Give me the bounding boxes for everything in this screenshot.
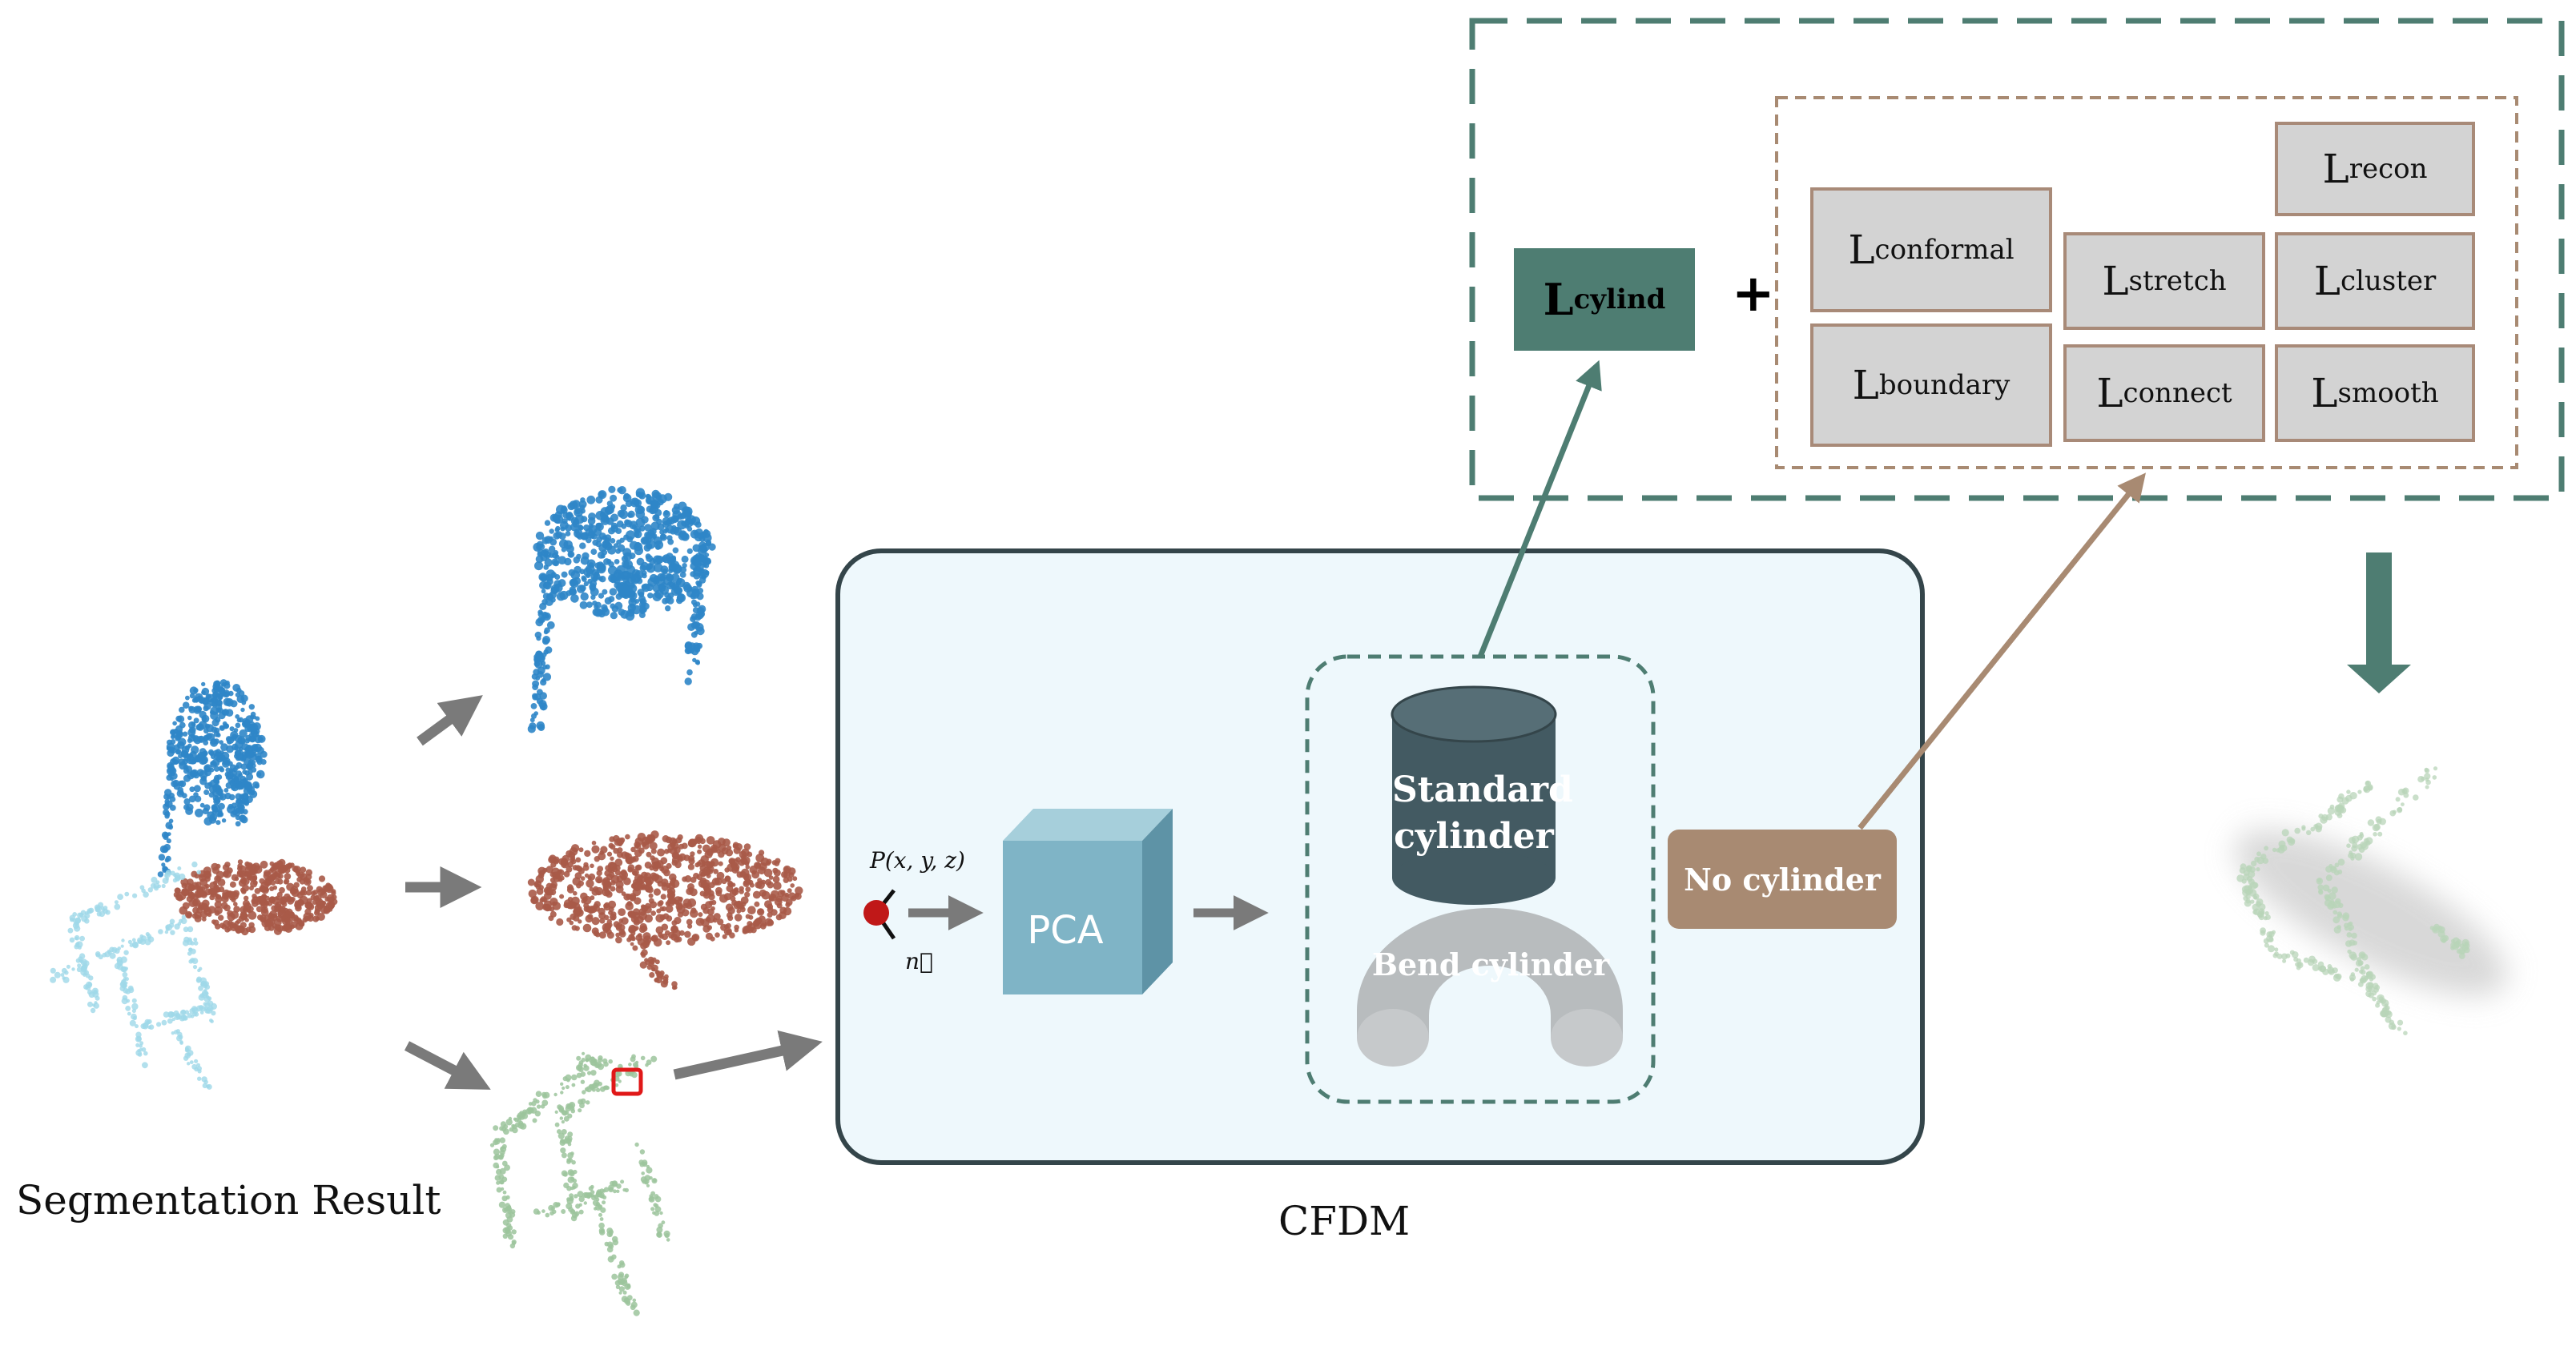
selected-point-marker [611, 1067, 643, 1096]
arrow-to-green-part [404, 1041, 491, 1090]
point-normal-icon [863, 889, 896, 940]
arrow-to-loss-group [1858, 472, 2146, 830]
pca-label: PCA [1027, 908, 1104, 953]
bend-cylinder-label: Bend cylinder [1371, 946, 1610, 982]
bend-cylinder-icon [1357, 908, 1623, 1067]
point-label: P(x, y, z) [870, 847, 965, 874]
standard-cylinder-icon [1391, 685, 1557, 905]
arrow-to-lcylind [1477, 360, 1602, 658]
output-down-arrow [2347, 552, 2411, 693]
loss-outer-box [1469, 18, 2565, 501]
arrow-to-blue-part [417, 695, 483, 746]
plus-sign: + [1732, 264, 1775, 323]
result-shadow [2234, 830, 2508, 996]
point-clouds [50, 485, 2470, 1316]
pca-cube-icon [1003, 809, 1173, 994]
normal-label: n⃗ [905, 948, 933, 974]
loss-inner-box [1775, 96, 2518, 469]
segmentation-result-caption: Segmentation Result [16, 1177, 441, 1223]
cfdm-caption: CFDM [1278, 1198, 1411, 1244]
no-cylinder-box: No cylinder [1668, 830, 1897, 929]
arrow-to-cfdm [673, 1030, 823, 1080]
standard-cylinder-label: Standard cylinder [1392, 769, 1573, 857]
